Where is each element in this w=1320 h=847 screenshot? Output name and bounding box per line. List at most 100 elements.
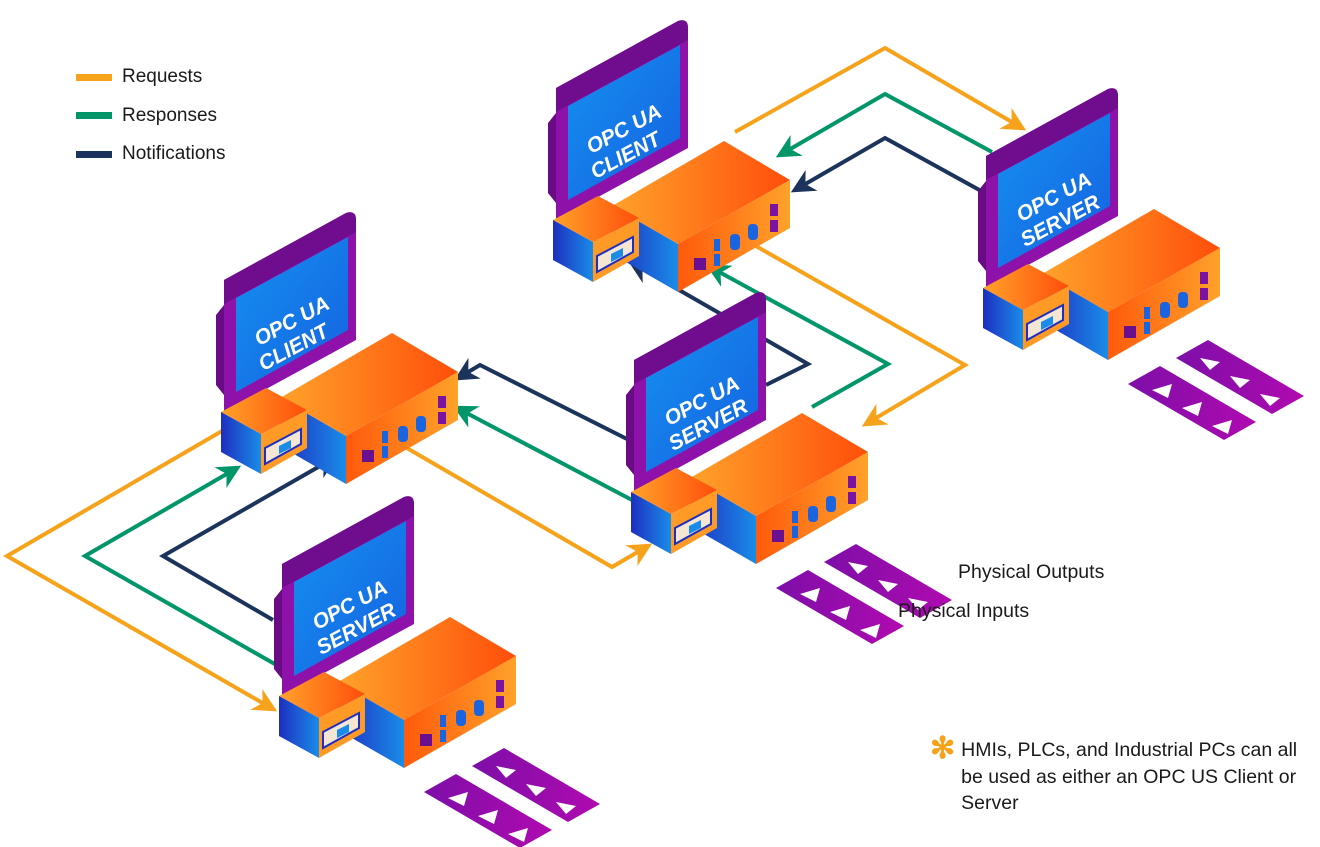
legend-item-responses: Responses <box>76 97 226 136</box>
hmi-side <box>631 492 671 554</box>
port-icon <box>416 416 426 432</box>
asterisk-icon: ✻ <box>930 732 956 765</box>
port-icon <box>474 700 484 716</box>
physical-input-pad <box>1128 366 1256 440</box>
input-arrow-icon <box>830 606 850 620</box>
hmi-screen-icon <box>1041 316 1053 330</box>
output-arrow-icon <box>908 598 928 610</box>
monitor-stand <box>626 385 634 475</box>
legend-label: Requests <box>122 66 203 88</box>
port-icon <box>440 730 446 742</box>
output-arrow-icon <box>848 562 868 574</box>
response-line-server-bottom-to-client-left <box>80 465 281 669</box>
physical-output-pad <box>1176 340 1304 414</box>
physical-input-pad <box>776 570 904 644</box>
requests-swatch <box>76 73 112 81</box>
responses-swatch <box>76 112 112 120</box>
port-icon <box>772 530 784 542</box>
port-icon <box>792 526 798 538</box>
port-icon <box>714 254 720 266</box>
footnote: ✻ HMIs, PLCs, and Industrial PCs can all… <box>930 732 1301 817</box>
monitor-top-bar <box>556 20 688 112</box>
request-line-client-left-to-server-bottom <box>3 429 278 712</box>
monitor-top-bar <box>634 292 766 384</box>
device-node-server-middle: OPC UASERVER <box>626 292 952 644</box>
port-icon <box>496 696 504 708</box>
output-arrow-icon <box>496 766 516 778</box>
port-icon <box>1200 288 1208 300</box>
hmi-top <box>279 672 365 718</box>
device-box-top <box>690 413 868 516</box>
notification-line-server-right-to-client-top <box>790 135 984 194</box>
device-box-top <box>280 333 458 436</box>
device-node-server-right: OPC UASERVER <box>978 88 1304 440</box>
port-icon <box>826 496 836 512</box>
output-arrow-icon <box>526 784 546 796</box>
output-arrow-icon <box>1230 376 1250 388</box>
port-icon <box>438 412 446 424</box>
device-box-top <box>338 617 516 720</box>
output-arrow-icon <box>1260 394 1280 406</box>
port-icon <box>848 492 856 504</box>
hmi-side <box>553 220 593 282</box>
notification-line-server-middle-to-client-top <box>627 260 813 387</box>
hmi-side <box>221 412 261 474</box>
notification-line-server-bottom-to-client-left <box>159 455 339 622</box>
footnote-text: HMIs, PLCs, and Industrial PCs can all b… <box>961 739 1298 814</box>
notification-line-server-middle-to-client-left <box>453 357 628 441</box>
legend-label: Notifications <box>122 143 226 165</box>
port-icon <box>848 476 856 488</box>
device-node-client-top: OPC UACLIENT <box>548 20 790 292</box>
port-icon <box>1200 272 1208 284</box>
output-arrow-icon <box>1200 358 1220 370</box>
legend-item-notifications: Notifications <box>76 135 226 174</box>
port-icon <box>1160 302 1170 318</box>
port-icon <box>792 511 798 523</box>
port-icon <box>770 204 778 216</box>
request-line-client-top-to-server-middle <box>739 235 969 427</box>
output-arrow-icon <box>878 580 898 592</box>
hmi-side <box>279 696 319 758</box>
port-icon <box>1144 322 1150 334</box>
hmi-screen-icon <box>337 724 349 738</box>
port-icon <box>1144 307 1150 319</box>
device-node-server-bottom: OPC UASERVER <box>274 496 600 847</box>
device-box-top <box>612 141 790 244</box>
port-icon <box>382 431 388 443</box>
monitor-stand <box>548 113 556 203</box>
physical-output-pad <box>824 544 952 618</box>
connections <box>3 45 1027 712</box>
monitor-stand <box>978 181 986 271</box>
hmi-screen-icon <box>611 248 623 262</box>
request-line-client-top-to-server-right <box>734 45 1027 134</box>
monitor-screen <box>568 45 680 200</box>
physical-output-pad <box>472 748 600 822</box>
monitor-screen <box>294 521 406 676</box>
port-icon <box>440 715 446 727</box>
hmi-top <box>983 264 1069 310</box>
monitor-screen <box>236 237 348 392</box>
hmi-screen-icon <box>689 520 701 534</box>
input-arrow-icon <box>800 588 820 602</box>
input-arrow-icon <box>478 810 498 824</box>
port-icon <box>362 450 374 462</box>
port-icon <box>770 220 778 232</box>
hmi-top <box>631 468 717 514</box>
hmi-screen-icon <box>279 440 291 454</box>
response-line-server-middle-to-client-left <box>452 405 633 502</box>
port-icon <box>496 680 504 692</box>
port-icon <box>748 224 758 240</box>
device-box-top <box>1042 209 1220 312</box>
port-icon <box>808 506 818 522</box>
hmi-top <box>221 388 307 434</box>
input-arrow-icon <box>860 624 880 638</box>
legend-label: Responses <box>122 104 218 126</box>
response-line-server-right-to-client-top <box>775 91 993 158</box>
hmi-top <box>553 196 639 242</box>
hmi-side <box>983 288 1023 350</box>
output-arrow-icon <box>556 802 576 814</box>
input-arrow-icon <box>448 792 468 806</box>
